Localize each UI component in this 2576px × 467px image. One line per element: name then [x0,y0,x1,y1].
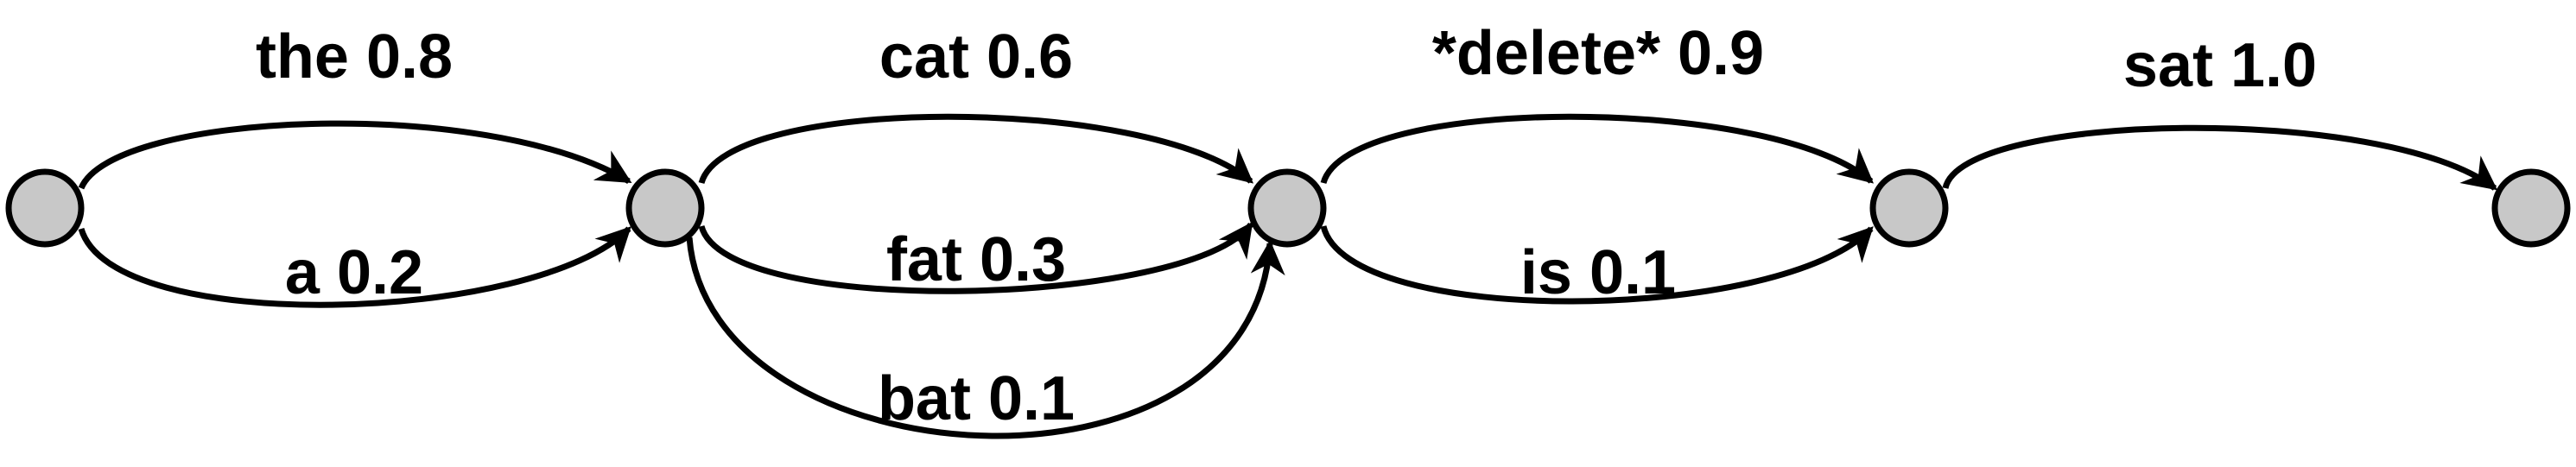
lattice-node-4 [2491,168,2571,248]
lattice-node-0 [5,168,85,248]
edge-delete [1320,113,1875,185]
label-the: the 0.8 [256,22,453,92]
label-is: is 0.1 [1520,238,1676,307]
label-a: a 0.2 [285,238,423,307]
label-fat: fat 0.3 [886,225,1066,294]
lattice-node-3 [1869,168,1949,248]
label-delete: *delete* 0.9 [1432,19,1764,88]
edge-the [78,120,632,190]
label-sat: sat 1.0 [2123,31,2317,100]
label-cat: cat 0.6 [879,22,1073,92]
edge-bat [686,237,1285,439]
label-bat: bat 0.1 [878,364,1075,433]
edge-fat [698,221,1253,294]
edge-sat [1942,124,2498,191]
edge-a [78,226,631,308]
edge-is [1320,225,1874,305]
lattice-node-2 [1247,168,1327,248]
lattice-node-1 [625,168,705,248]
edge-cat [698,113,1254,185]
